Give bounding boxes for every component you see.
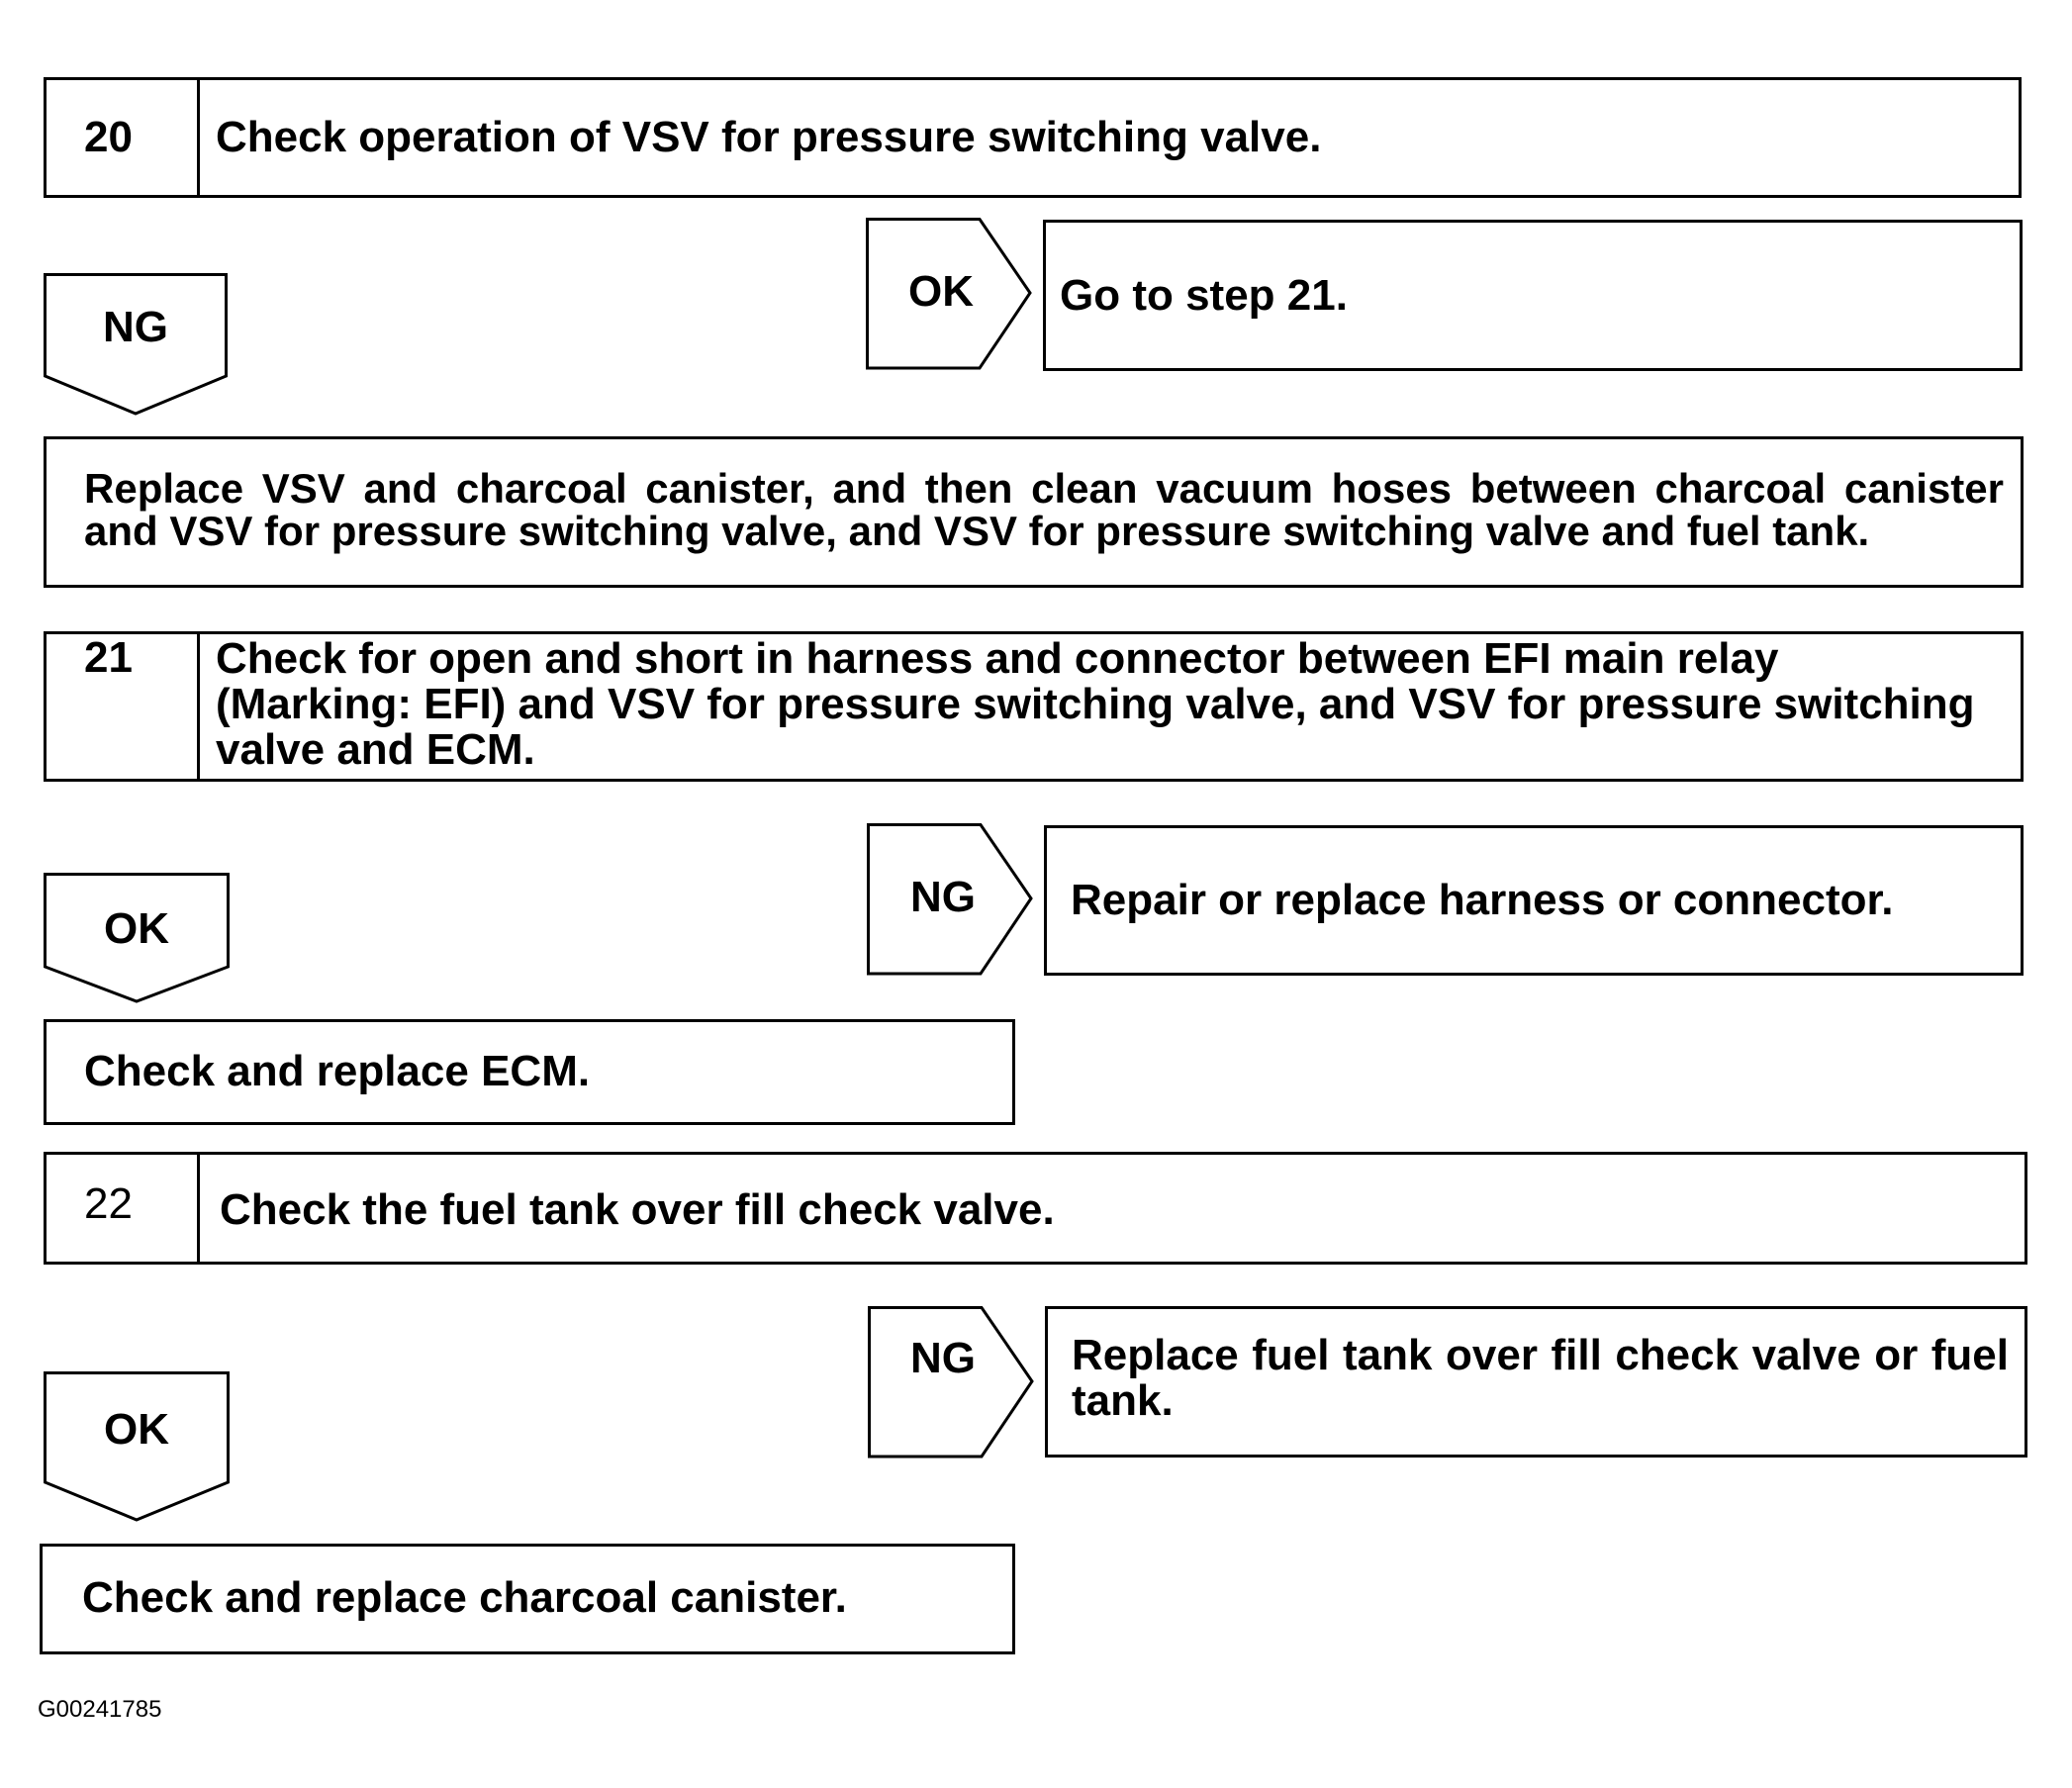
step-22-ng-result-text: Replace fuel tank over fill check valve … (1072, 1331, 2009, 1425)
step-21-ng-label: NG (910, 873, 976, 921)
step-22-text: Check the fuel tank over fill check valv… (220, 1185, 1055, 1234)
step-20-ok-label: OK (908, 267, 974, 316)
step-21-ng-arrow (867, 823, 1033, 976)
step-20-text: Check operation of VSV for pressure swit… (216, 113, 1322, 161)
step-21-ok-result-text: Check and replace ECM. (84, 1047, 591, 1095)
step-22-ok-result-text: Check and replace charcoal canister. (82, 1573, 847, 1622)
step-21-ok-label: OK (104, 904, 169, 953)
step-21-ng-result-text: Repair or replace harness or connector. (1071, 876, 1894, 924)
step-22-number: 22 (47, 1155, 200, 1262)
step-20-ng-label: NG (103, 303, 168, 351)
step-21-ng-result: Repair or replace harness or connector. (1044, 825, 2024, 976)
step-21-ok-arrow (44, 873, 230, 1003)
step-21-number: 21 (47, 634, 200, 779)
step-20-ok-arrow (866, 218, 1032, 370)
step-20-ok-result: Go to step 21. (1043, 220, 2023, 371)
step-22-box: 22 Check the fuel tank over fill check v… (44, 1152, 2027, 1265)
step-20-ng-arrow (44, 273, 228, 416)
step-21-ok-result: Check and replace ECM. (44, 1019, 1015, 1125)
step-20-box: 20 Check operation of VSV for pressure s… (44, 77, 2022, 198)
step-21-box: 21 Check for open and short in harness a… (44, 631, 2024, 782)
step-22-ng-result: Replace fuel tank over fill check valve … (1045, 1306, 2027, 1458)
step-20-ok-result-text: Go to step 21. (1060, 271, 1348, 320)
figure-id: G00241785 (38, 1696, 162, 1723)
step-22-ok-result: Check and replace charcoal canister. (40, 1544, 1015, 1654)
step-22-ok-label: OK (104, 1405, 169, 1454)
step-22-ok-arrow (44, 1371, 230, 1522)
step-22-ng-label: NG (910, 1334, 976, 1382)
step-20-number: 20 (47, 80, 200, 195)
step-22-ng-arrow (868, 1306, 1034, 1459)
step-20-ng-result: Replace VSV and charcoal canister, and t… (44, 436, 2024, 588)
step-20-ng-result-text: Replace VSV and charcoal canister, and t… (84, 465, 2004, 554)
step-21-text: Check for open and short in harness and … (216, 634, 1975, 774)
